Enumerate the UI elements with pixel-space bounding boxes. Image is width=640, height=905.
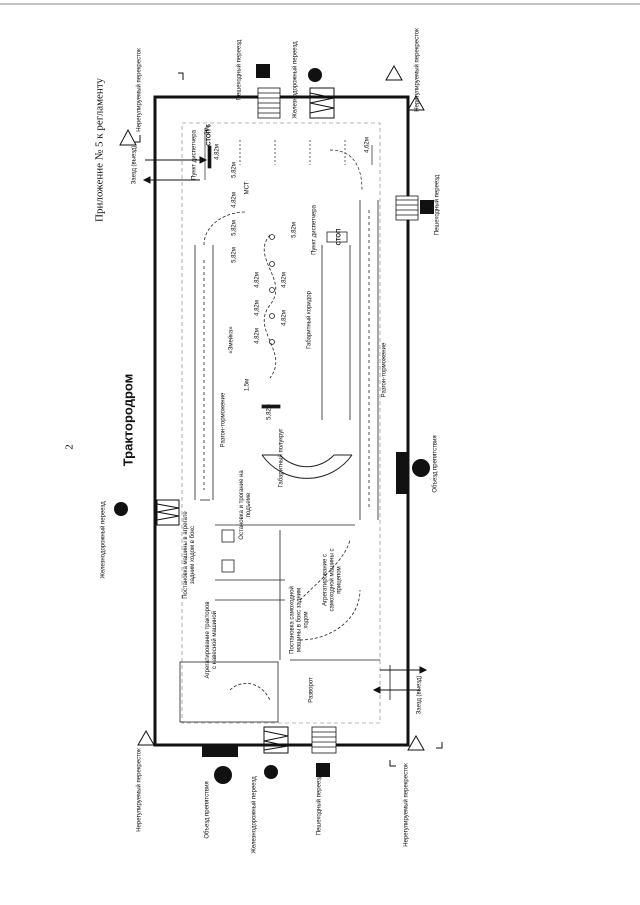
box-parking-label: Постановка машины в агрегате задним ходо… — [183, 511, 196, 599]
pedestrian-sign-icon — [316, 763, 330, 777]
turn-label: Разворот — [308, 677, 315, 703]
dim-label: 4,82м — [281, 272, 288, 288]
operator-panel-label: Пункт диспетчера — [191, 130, 198, 180]
half-circle-label: Габаритный полукруг — [278, 428, 285, 488]
page-title: Трактородром — [120, 373, 136, 467]
obstacle-bar-right — [396, 452, 408, 494]
operator-panel-label: Пункт диспетчера — [311, 205, 318, 255]
dim-label: 4,62м — [364, 137, 371, 153]
page-number: 2 — [63, 444, 76, 450]
dim-label: 4,82м — [214, 144, 221, 160]
mdp-label: МСТ — [244, 181, 251, 195]
accel-braking-right-label: Разгон-торможение — [381, 342, 388, 398]
hill-start-label: Остановка и трогание на подъеме — [239, 470, 252, 540]
reverse-parking-label: Постановка самоходной машины в бокс задн… — [289, 586, 310, 654]
pedestrian-crossing-label: Пешеходный переезд — [434, 174, 441, 236]
regulated-intersection-label: Нерегулируемый перекресток — [403, 763, 410, 847]
dim-label: 5,82м — [231, 247, 238, 263]
gabarit-corridor-label: Габаритный коридор — [306, 291, 313, 349]
accel-braking-label: Разгон-торможение — [220, 392, 227, 448]
dim-label: 1м — [204, 127, 211, 135]
stop-sign-icon — [114, 502, 128, 516]
dim-label: 1,5м — [244, 378, 251, 392]
entry-exit-label: Заезд (выезд) — [131, 145, 138, 185]
dim-label: 5,82м — [231, 220, 238, 236]
hitching-label: Агрегатирование тракторов с навесной маш… — [205, 601, 218, 679]
yield-triangle-left — [119, 128, 137, 146]
obstacle-bar-bottom — [202, 745, 238, 757]
entry-exit-label: Заезд (выезд) — [416, 675, 423, 715]
dim-label: 5,82м — [231, 162, 238, 178]
bypass-obstacle-label: Объезд препятствия — [432, 435, 439, 493]
pedestrian-crossing-label: Пешеходный переезд — [236, 39, 243, 101]
dim-label: 4,82м — [254, 272, 261, 288]
bypass-obstacle-label: Объезд препятствия — [204, 781, 211, 839]
dim-label: 4,82м — [231, 192, 238, 208]
pedestrian-crossing-label: Пешеходный переезд — [316, 774, 323, 836]
stop-badge: СТОП — [336, 228, 343, 246]
railway-crossing-label: Железнодорожный переезд — [251, 776, 258, 854]
no-entry-icon — [412, 459, 430, 477]
dim-label: 4,82м — [254, 328, 261, 344]
regulated-intersection-label: Нерегулируемый перекресток — [136, 748, 143, 832]
stop-sign-icon — [308, 68, 322, 82]
dim-label: 5,82м — [291, 222, 298, 238]
range-boundary — [153, 95, 410, 747]
railway-crossing-label: Железнодорожный переезд — [292, 41, 299, 119]
regulated-intersection-label: Нерегулируемый перекресток — [414, 28, 421, 112]
dim-label: 5,82м — [266, 404, 273, 420]
railway-crossing-label: Железнодорожный переезд — [100, 501, 107, 579]
regulated-intersection-label: Нерегулируемый перекресток — [136, 48, 143, 132]
snake-label: «Змейка» — [228, 326, 235, 354]
dim-label: 4,82м — [281, 310, 288, 326]
trailer-hitching-label: Агрегатирование с самоходной машины с пр… — [322, 548, 343, 612]
stop-sign-icon — [264, 765, 278, 779]
pedestrian-sign-icon — [420, 200, 434, 214]
pedestrian-sign-icon — [256, 64, 270, 78]
dim-label: 4,82м — [254, 300, 261, 316]
no-entry-icon — [214, 766, 232, 784]
half-circle-track — [261, 454, 353, 479]
appendix-heading: Приложение № 5 к регламенту — [93, 78, 106, 222]
